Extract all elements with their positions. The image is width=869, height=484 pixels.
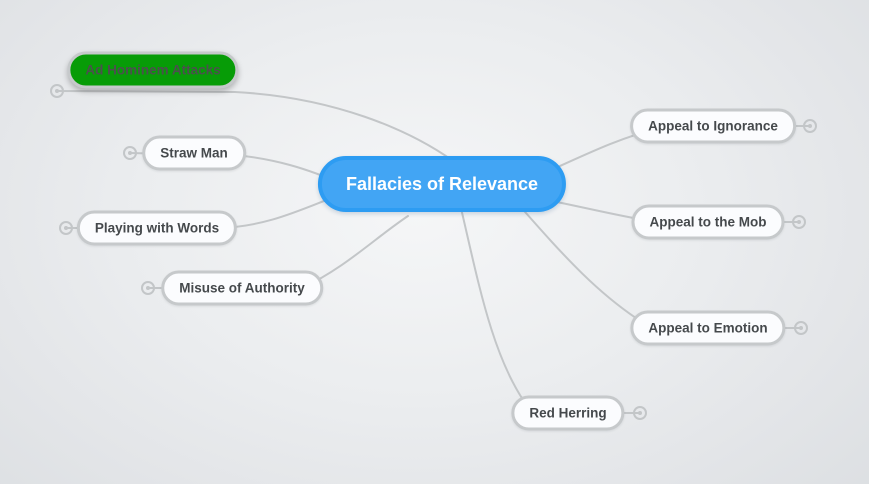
node-playing-with-words[interactable]: Playing with Words bbox=[76, 210, 238, 246]
handle-ad-hominem-attacks[interactable] bbox=[50, 84, 64, 98]
handle-misuse-of-authority[interactable] bbox=[141, 281, 155, 295]
node-ad-hominem-attacks[interactable]: Ad Hominem Attacks bbox=[67, 51, 239, 89]
node-appeal-to-emotion[interactable]: Appeal to Emotion bbox=[630, 310, 786, 346]
node-misuse-of-authority[interactable]: Misuse of Authority bbox=[161, 270, 323, 306]
handle-straw-man[interactable] bbox=[123, 146, 137, 160]
node-appeal-to-the-mob[interactable]: Appeal to the Mob bbox=[631, 204, 785, 240]
handle-playing-with-words[interactable] bbox=[59, 221, 73, 235]
node-root-fallacies-of-relevance[interactable]: Fallacies of Relevance bbox=[317, 156, 567, 212]
handle-red-herring[interactable] bbox=[633, 406, 647, 420]
handle-appeal-to-the-mob[interactable] bbox=[792, 215, 806, 229]
handle-appeal-to-ignorance[interactable] bbox=[803, 119, 817, 133]
node-red-herring[interactable]: Red Herring bbox=[511, 395, 625, 431]
node-appeal-to-ignorance[interactable]: Appeal to Ignorance bbox=[630, 108, 796, 144]
node-straw-man[interactable]: Straw Man bbox=[142, 135, 246, 171]
wire-red-herring bbox=[459, 203, 641, 414]
wire-ad-hominem-attacks bbox=[56, 90, 461, 167]
handle-appeal-to-emotion[interactable] bbox=[794, 321, 808, 335]
